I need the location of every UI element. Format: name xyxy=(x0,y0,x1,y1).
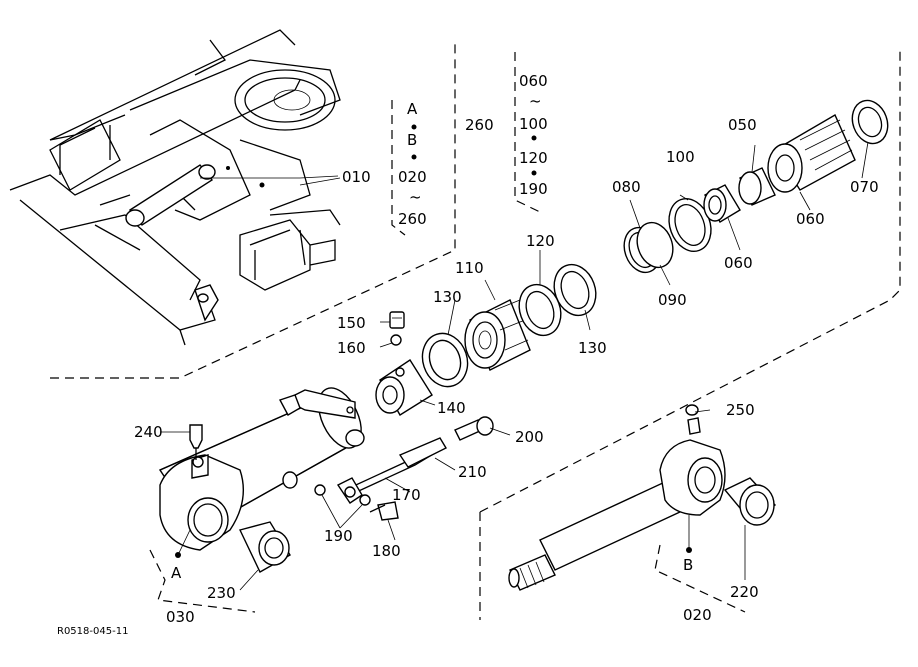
inset-list-1: A B 020 ~ 260 xyxy=(398,100,427,228)
part-label: 090 xyxy=(658,291,687,309)
bushing-220 xyxy=(723,477,777,526)
inset-list-2-item: 120 xyxy=(519,149,548,167)
part-label: 130 xyxy=(578,339,607,357)
o-ring-160 xyxy=(390,334,402,346)
hydraulic-pipe-170 xyxy=(336,437,447,504)
fitting-200 xyxy=(454,416,494,441)
part-label: 050 xyxy=(728,116,757,134)
range-symbol: ~ xyxy=(409,188,422,206)
inset-list-2-item: 100 xyxy=(519,115,548,133)
inset-list-2: 260 060 ~ 100 120 190 xyxy=(465,72,548,198)
part-label: 240 xyxy=(134,423,163,441)
grease-nipple-240 xyxy=(189,424,203,460)
part-label: 010 xyxy=(342,168,371,186)
part-label: 100 xyxy=(666,148,695,166)
point-label-b: B xyxy=(683,556,693,574)
part-label: 200 xyxy=(515,428,544,446)
part-label: 070 xyxy=(850,178,879,196)
leader-lines xyxy=(160,141,869,591)
part-labels: 010 020 030 050 060 060 070 080 090 100 … xyxy=(134,116,879,626)
inset-list-1-item: A xyxy=(407,100,418,118)
part-label: 250 xyxy=(726,401,755,419)
part-label: 220 xyxy=(730,583,759,601)
inset-list-2-label: 260 xyxy=(465,116,494,134)
part-label: 060 xyxy=(796,210,825,228)
inset-list-1-item: B xyxy=(407,131,417,149)
part-label: 230 xyxy=(207,584,236,602)
seal-130-left xyxy=(421,332,469,388)
plug-part xyxy=(282,471,298,489)
inset-list-1-item: 260 xyxy=(398,210,427,228)
bushing-230 xyxy=(239,521,291,573)
cylinder-head-060 xyxy=(767,114,856,193)
wiper-070 xyxy=(851,99,889,145)
part-label: 190 xyxy=(324,527,353,545)
bushing-060-small xyxy=(703,184,741,223)
piston-rod xyxy=(508,404,726,591)
part-label: 030 xyxy=(166,608,195,626)
part-label: 210 xyxy=(458,463,487,481)
bushing-050 xyxy=(738,167,776,206)
part-label: 110 xyxy=(455,259,484,277)
part-label: 150 xyxy=(337,314,366,332)
part-label: 130 xyxy=(433,288,462,306)
part-label: 060 xyxy=(724,254,753,272)
inset-list-2-item: 190 xyxy=(519,180,548,198)
inset-list-1-item: 020 xyxy=(398,168,427,186)
point-label-a: A xyxy=(171,564,182,582)
o-ring-190-b xyxy=(359,494,371,506)
plug-150 xyxy=(389,311,405,329)
gland-140 xyxy=(375,359,433,416)
part-label: 120 xyxy=(526,232,555,250)
part-label: 170 xyxy=(392,486,421,504)
machine-frame-illustration xyxy=(9,29,456,379)
inset-list-2-item: 060 xyxy=(519,72,548,90)
o-ring-190-a xyxy=(314,484,326,496)
cylinder-barrel xyxy=(158,387,365,551)
part-label: 140 xyxy=(437,399,466,417)
piston-110 xyxy=(464,299,531,371)
drawing-code: R0518-045-11 xyxy=(57,626,128,637)
point-b-dot xyxy=(686,547,692,553)
range-symbol: ~ xyxy=(529,92,542,110)
dashed-boundaries xyxy=(149,50,901,620)
part-label: 160 xyxy=(337,339,366,357)
backup-ring-090 xyxy=(636,221,674,269)
part-label: 180 xyxy=(372,542,401,560)
part-label: 020 xyxy=(683,606,712,624)
point-a-dot xyxy=(175,552,181,558)
part-label: 080 xyxy=(612,178,641,196)
seal-130-right xyxy=(553,263,597,317)
bolt-180 xyxy=(369,501,399,521)
